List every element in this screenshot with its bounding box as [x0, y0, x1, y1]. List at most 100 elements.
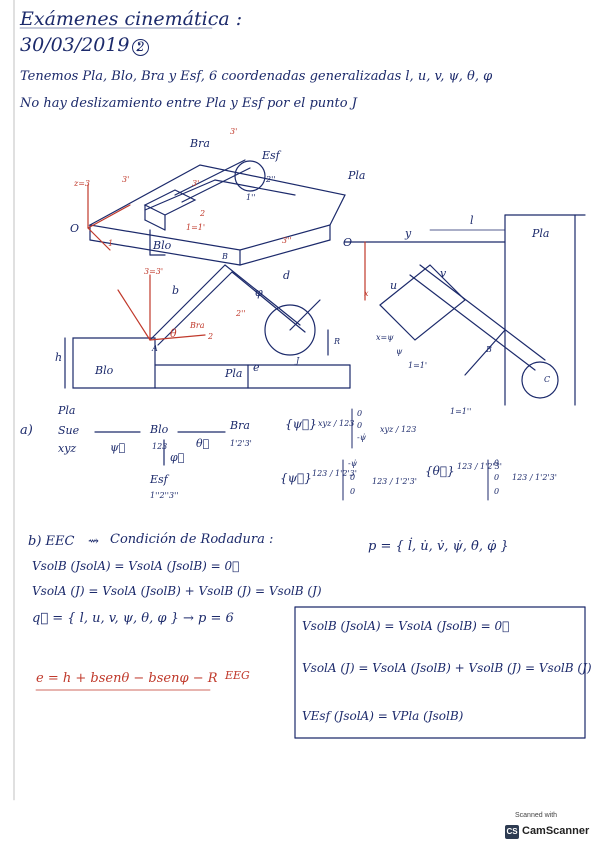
- label-2pp-top: 2'': [266, 175, 276, 184]
- fig2-block: [379, 264, 466, 341]
- part-b-label: b) EEC: [28, 534, 75, 549]
- part-a-label: a): [20, 423, 33, 438]
- label-2: 2: [200, 209, 206, 218]
- chain-blo: Blo: [150, 423, 169, 436]
- label-2pp-bottom: 2'': [236, 309, 246, 318]
- fig2-label-x: x: [364, 289, 369, 298]
- label-3pp: 3'': [282, 236, 292, 245]
- omega2-v0: -ψ̇: [348, 459, 357, 468]
- chain-123pp: 1''2''3'': [150, 491, 179, 500]
- fig2-label-y: y: [405, 227, 412, 240]
- base-block: [72, 337, 156, 389]
- wheel-bottom: [264, 304, 316, 356]
- label-3p-b: 3': [230, 127, 238, 136]
- box-eq-3: VEsf (JsolA) = VPla (JsolB): [302, 709, 464, 723]
- omega3-sub: 123 / 1'2'3': [457, 462, 502, 471]
- label-1pp: 1'': [246, 193, 256, 202]
- label-e: e: [253, 361, 260, 374]
- scanner-name: CamScanner: [522, 825, 590, 837]
- box-eq-1: VsolB (JsolA) = VsolA (JsolB) = 0⃗: [302, 619, 510, 633]
- intro-line-1: Tenemos Pla, Blo, Bra y Esf, 6 coordenad…: [20, 69, 493, 84]
- chain-bra: Bra: [230, 419, 250, 432]
- label-3p-c: 3': [192, 179, 200, 188]
- arrow-psi-label: ψ⃗: [110, 441, 126, 454]
- label-d: d: [283, 269, 291, 282]
- chain-pla: Pla: [58, 404, 76, 417]
- omega2-sub2: 123 / 1'2'3': [372, 477, 417, 486]
- part-b-arrow: ⇝: [88, 534, 99, 549]
- eq-1: VsolB (JsolA) = VsolA (JsolB) = 0⃗: [32, 559, 240, 573]
- label-3-3p: 3=3': [144, 267, 164, 276]
- arrow-theta-label: θ⃗: [196, 437, 210, 450]
- omega2-sub: 123 / 1'2'3': [312, 469, 357, 478]
- fig2-label-1-1pp: 1=1'': [450, 407, 472, 416]
- label-o: O: [70, 222, 80, 235]
- part-b-condition: Condición de Rodadura :: [110, 532, 274, 547]
- label-b: b: [172, 284, 180, 297]
- omega3-v0: θ̇: [494, 459, 499, 468]
- fig2-label-1-1p: 1=1': [408, 361, 428, 370]
- label-h: h: [55, 351, 63, 364]
- label-2-bottom: 2: [208, 332, 214, 341]
- label-1-1p: 1=1': [186, 223, 206, 232]
- omega3-v2: 0: [494, 487, 500, 496]
- omega1-v0: 0: [357, 409, 363, 418]
- omega2-v2: 0: [350, 487, 356, 496]
- q-vector: q⃗ = { l, u, v, ψ, θ, φ } → p = 6: [32, 611, 234, 626]
- label-j: J: [296, 356, 300, 365]
- eeg-label: EEG: [225, 669, 250, 682]
- chain-sue: Sue: [58, 424, 80, 437]
- chain-123: 123: [152, 442, 168, 451]
- p-set: p = { l̇, u̇, v̇, ψ̇, θ̇, φ̇ }: [368, 539, 509, 554]
- label-z3: z=3: [74, 179, 91, 188]
- fig2-disk: [521, 361, 559, 399]
- omega3-v1: 0: [494, 473, 500, 482]
- arrow-phi-label: φ⃗: [170, 451, 185, 464]
- label-theta: θ: [170, 327, 177, 340]
- label-esf: Esf: [262, 149, 280, 162]
- chain-esf: Esf: [150, 473, 168, 486]
- omega3-sub2: 123 / 1'2'3': [512, 473, 557, 482]
- fig2-label-psi: ψ: [396, 347, 403, 356]
- omega1-sub: xyz / 123: [318, 419, 355, 428]
- omega3-lhs: {θ⃗}: [425, 464, 455, 478]
- chain-xyz: xyz: [58, 442, 77, 455]
- label-pla: Pla: [348, 169, 366, 182]
- omega1-sub2: xyz / 123: [380, 425, 417, 434]
- sphere-top: [234, 160, 266, 192]
- platform-top-face: [88, 164, 346, 251]
- label-blo-bottom: Blo: [95, 364, 114, 377]
- label-pla-bottom: Pla: [225, 367, 243, 380]
- omega2-lhs: {ψ⃗}: [280, 471, 312, 485]
- fig2-label-o: O: [343, 236, 353, 249]
- page-title: Exámenes cinemática :: [20, 8, 243, 30]
- label-bra-2: Bra: [190, 321, 205, 330]
- label-3p-a: 3': [122, 175, 130, 184]
- omega1-v1: 0: [357, 421, 363, 430]
- label-bra: Bra: [190, 137, 210, 150]
- label-r: R: [334, 337, 341, 346]
- fig2-label-pla: Pla: [532, 227, 550, 240]
- chain-123p: 1'2'3': [230, 439, 252, 448]
- e-equation: e = h + bsenθ − bsenφ − R: [36, 671, 218, 686]
- fig2-label-v: v: [440, 267, 447, 280]
- date: 30/03/2019 :: [20, 34, 142, 56]
- fig2-label-b: B: [486, 345, 492, 354]
- camscanner-logo-icon: CS: [505, 825, 519, 839]
- label-b-point: B: [222, 252, 228, 261]
- label-phi: φ: [255, 286, 263, 299]
- eq-2: VsolA (J) = VsolA (JsolB) + VsolB (J) = …: [32, 584, 322, 598]
- omega1-lhs: {ψ⃗}: [285, 417, 317, 431]
- scanner-top-text: Scanned with: [515, 812, 558, 819]
- fig2-label-c: C: [544, 375, 551, 384]
- label-1: 1: [108, 239, 114, 248]
- label-a: A: [152, 344, 158, 353]
- intro-line-2: No hay deslizamiento entre Pla y Esf por…: [20, 96, 357, 111]
- fig2-label-x-psi: x=ψ: [376, 333, 394, 342]
- scanner-watermark: Scanned with CS CamScanner: [505, 808, 591, 844]
- fig2-label-u: u: [390, 279, 398, 292]
- omega1-v2: -ψ̇: [357, 433, 366, 442]
- omega2-v1: 0: [350, 473, 356, 482]
- fig2-label-l: l: [470, 214, 474, 227]
